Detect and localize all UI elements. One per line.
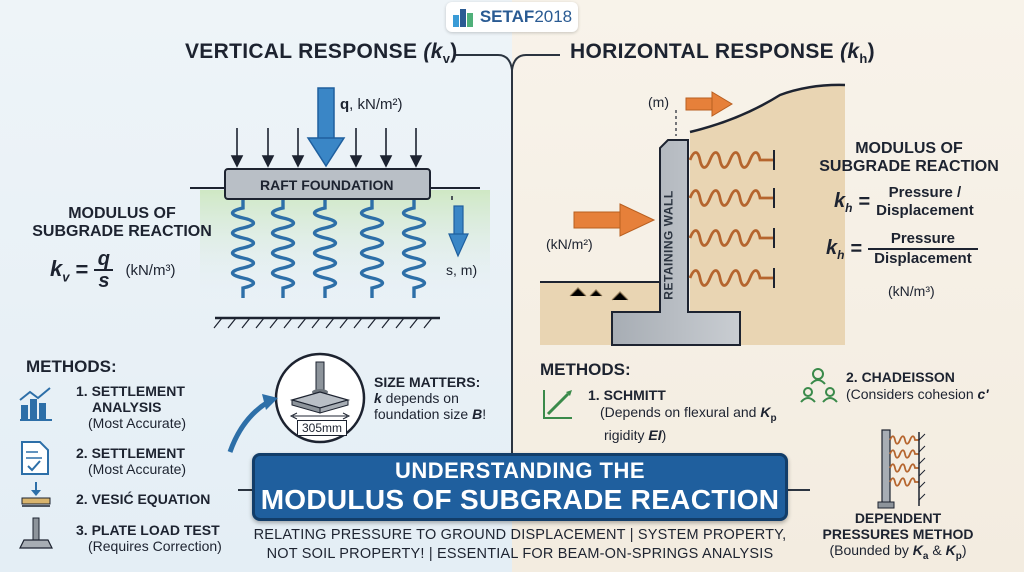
vesic-equation-icon [21, 482, 51, 507]
footer-caption: RELATING PRESSURE TO GROUND DISPLACEMENT… [253, 527, 787, 562]
vertical-response-title: VERTICAL RESPONSE (kv) [185, 40, 458, 67]
raft-foundation-label: RAFT FOUNDATION [260, 177, 394, 193]
base-hatching [213, 317, 433, 329]
curved-arrow [227, 399, 270, 453]
pressure-unit-label: (kN/m²) [546, 236, 593, 252]
vertical-formula: kv = q s (kN/m³) [50, 248, 176, 292]
chadeisson-icon [800, 368, 838, 403]
logo-text: SETAF2018 [479, 7, 573, 26]
dependent-pressures-icon [877, 429, 926, 509]
distributed-load-arrows [230, 128, 423, 168]
horizontal-formula-1: kh = Pressure / Displacement [834, 184, 974, 219]
settlement-label: s, m) [446, 262, 478, 278]
horizontal-springs [688, 151, 774, 287]
method-dependent-pressures: DEPENDENT PRESSURES METHOD (Bounded by K… [822, 510, 974, 562]
pressure-arrow [573, 203, 656, 237]
method-settlement: 2. SETTLEMENT (Most Accurate) [76, 445, 187, 477]
displacement-m-label: (m) [648, 94, 669, 110]
method-schmitt: 1. SCHMITT (Depends on flexural and Kp r… [588, 387, 777, 443]
settlement-arrow [448, 196, 469, 258]
horizontal-modulus-heading: MODULUS OF SUBGRADE REACTION [819, 140, 999, 175]
setaf-logo: SETAF2018 [446, 2, 578, 32]
horizontal-formula-unit: (kN/m³) [888, 283, 935, 299]
vertical-modulus-heading: MODULUS OF SUBGRADE REACTION [32, 205, 212, 240]
building-icon [452, 9, 473, 27]
settlement-document-icon [21, 441, 49, 475]
method-vesic-equation: 2. VESIĆ EQUATION [76, 491, 211, 507]
title-connector [456, 54, 560, 71]
displacement-arrow [685, 91, 733, 117]
retaining-wall-label: RETAINING WALL [661, 190, 676, 300]
vertical-springs [230, 200, 427, 298]
title-banner: UNDERSTANDING THE MODULUS OF SUBGRADE RE… [252, 453, 788, 521]
raft-foundation [224, 168, 431, 200]
banner-line-1: UNDERSTANDING THE [394, 458, 646, 483]
load-q-arrow [306, 87, 346, 168]
soil-grass [569, 287, 629, 301]
horizontal-response-title: HORIZONTAL RESPONSE (kh) [570, 40, 875, 67]
size-matters-note: SIZE MATTERS: k depends on foundation si… [374, 374, 487, 422]
vertical-response-diagram [190, 87, 490, 329]
method-plate-load-test: 3. PLATE LOAD TEST (Requires Correction) [76, 522, 222, 554]
plate-load-test-icon [19, 517, 53, 549]
curved-arrow-head [262, 394, 278, 410]
left-methods-title: METHODS: [26, 357, 117, 376]
retaining-wall [611, 139, 741, 346]
right-methods-title: METHODS: [540, 360, 631, 379]
backfill-soil [690, 84, 845, 346]
banner-line-2: MODULUS OF SUBGRADE REACTION [260, 484, 780, 515]
method-chadeisson: 2. CHADEISSON (Considers cohesion c′ [846, 369, 989, 402]
schmitt-icon [543, 390, 572, 419]
horizontal-response-diagram [540, 83, 846, 346]
plate-size-label: 305mm [297, 420, 348, 436]
horizontal-formula-2: kh = Pressure Displacement [826, 230, 978, 268]
method-settlement-analysis: 1. SETTLEMENT ANALYSIS (Most Accurate) [76, 383, 187, 431]
load-label: q, kN/m²) [340, 96, 403, 113]
settlement-analysis-icon [19, 387, 52, 421]
